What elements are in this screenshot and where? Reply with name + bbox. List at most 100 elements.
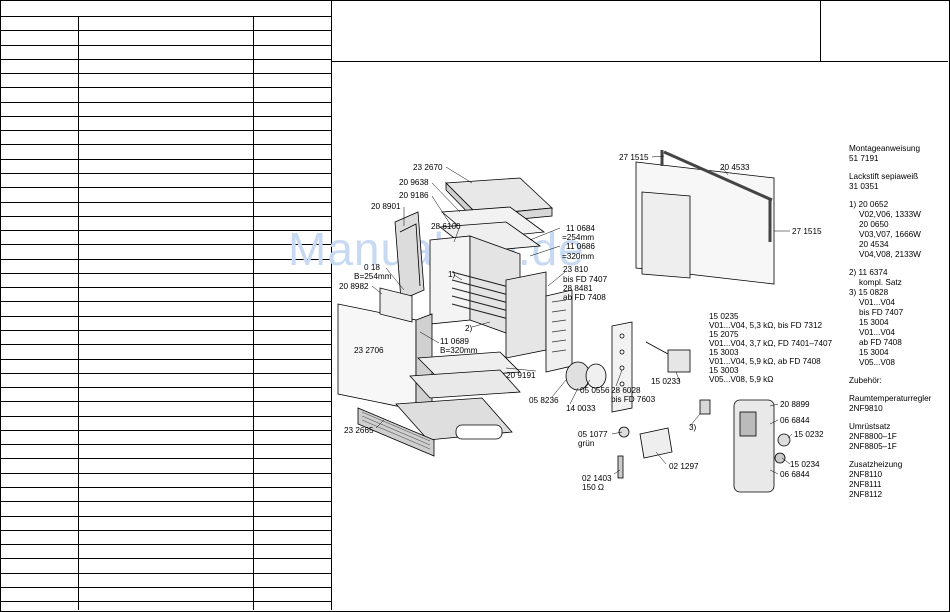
table-row-line: [1, 444, 331, 446]
table-row-line: [1, 544, 331, 545]
title-block-divider: [820, 1, 821, 61]
table-row-line: [1, 558, 331, 560]
part-label-153003-b: 15 3003: [709, 366, 739, 375]
note-umrust: Umrüstsatz: [849, 422, 891, 431]
table-row-line: [1, 287, 331, 289]
table-row-line: [1, 258, 331, 260]
table-row-line: [1, 101, 331, 103]
part-label-v0104-59k: V01...V04, 5,9 kΩ, ab FD 7408: [709, 357, 821, 366]
part-label-232670: 23 2670: [413, 163, 443, 172]
part-label-208982: 20 8982: [339, 282, 369, 291]
part-label-021403: 02 1403: [582, 474, 612, 483]
part-label-0618: 0 18: [364, 263, 380, 272]
note-ref-1: 1): [448, 270, 456, 279]
title-block: [332, 1, 948, 62]
table-column-line: [253, 17, 254, 610]
note-3-a: V01...V04: [859, 298, 895, 307]
note-zubehor: Zubehör:: [849, 376, 882, 385]
note-2-a: kompl. Satz: [859, 278, 902, 287]
part-label-320mm: =320mm: [562, 252, 594, 261]
part-label-150233: 15 0233: [651, 377, 681, 386]
part-label-b320: B=320mm: [440, 346, 478, 355]
table-row-line: [1, 572, 331, 574]
part-label-110684: 11 0684: [566, 224, 595, 233]
part-label-286028: 28 6028: [611, 386, 641, 395]
part-label-254mm: =254mm: [562, 233, 594, 242]
part-label-v0104-53k: V01...V04, 5,3 kΩ, bis FD 7312: [709, 321, 823, 330]
note-ref-2: 2): [465, 324, 473, 333]
part-label-153003-a: 15 3003: [709, 348, 739, 357]
part-label-209191: 20 9191: [506, 371, 536, 380]
table-row-line: [1, 529, 331, 531]
table-row-line: [1, 387, 331, 388]
table-row-line: [1, 501, 331, 503]
note-3-g: V05...V08: [859, 358, 895, 367]
part-label-271515-top: 27 1515: [619, 153, 649, 162]
note-3-head: 3) 15 0828: [849, 288, 889, 297]
table-row-line: [1, 144, 331, 146]
table-row-line: [1, 401, 331, 403]
part-label-286100: 28 6100: [431, 222, 461, 231]
note-3-f: 15 3004: [859, 348, 889, 357]
table-row-line: [1, 272, 331, 274]
part-label-051077: 05 1077: [578, 430, 608, 439]
table-row-line: [1, 344, 331, 346]
part-label-abfd7408: ab FD 7408: [563, 293, 606, 302]
table-row-line: [1, 601, 331, 603]
note-raum: Raumtemperaturregler: [849, 394, 932, 403]
part-label-23810: 23 810: [563, 265, 588, 274]
note-1-d: 20 4534: [859, 240, 889, 249]
part-label-058236: 05 8236: [529, 396, 559, 405]
part-label-050556: 05 0556: [580, 386, 610, 395]
part-label-grun: grün: [578, 439, 595, 448]
part-label-150235: 15 0235: [709, 312, 739, 321]
table-row-line: [1, 58, 331, 60]
part-label-150232: 15 0232: [794, 430, 824, 439]
note-zusatz-a: 2NF8110: [849, 470, 883, 479]
table-row-line: [1, 429, 331, 431]
table-row-line: [1, 301, 331, 303]
table-row-line: [1, 230, 331, 231]
parts-list-table: [1, 1, 332, 610]
table-row-line: [1, 173, 331, 174]
table-row-line: [1, 130, 331, 132]
note-1-c: V03,V07, 1666W: [859, 230, 921, 239]
note-lackstift-number: 31 0351: [849, 182, 879, 191]
note-1-a: V02,V06, 1333W: [859, 210, 921, 219]
note-zusatz: Zusatzheizung: [849, 460, 903, 469]
note-zusatz-c: 2NF8112: [849, 490, 883, 499]
note-raum-number: 2NF9810: [849, 404, 883, 413]
table-row-line: [1, 87, 331, 89]
table-row-line: [1, 215, 331, 217]
table-row-line: [1, 329, 331, 331]
table-row-line: [1, 30, 331, 32]
part-label-150ohm: 150 Ω: [582, 483, 604, 492]
table-column-line: [78, 17, 79, 610]
grille-part: [357, 407, 435, 457]
part-label-150234: 15 0234: [790, 460, 820, 469]
table-row-line: [1, 187, 331, 189]
note-montage-number: 51 7191: [849, 154, 879, 163]
note-montage: Montageanweisung: [849, 144, 921, 153]
table-row-line: [1, 515, 331, 517]
table-row-line: [1, 415, 331, 417]
part-label-140033: 14 0033: [566, 404, 596, 413]
table-row-line: [1, 458, 331, 460]
table-row-line: [1, 201, 331, 203]
table-row-line: [1, 586, 331, 588]
table-row-line: [1, 372, 331, 374]
note-lackstift: Lackstift sepiaweiß: [849, 172, 919, 181]
part-label-066844-a: 06 6844: [780, 416, 810, 425]
part-label-209638: 20 9638: [399, 178, 429, 187]
part-label-v0104-37k: V01...V04, 3,7 kΩ, FD 7401–7407: [709, 339, 833, 348]
part-label-232706: 23 2706: [354, 346, 384, 355]
part-label-b254: B=254mm: [354, 272, 392, 281]
part-label-271515-right: 27 1515: [792, 227, 822, 236]
part-label-021297: 02 1297: [669, 462, 699, 471]
part-label-288481: 28 8481: [563, 284, 593, 293]
note-1-head: 1) 20 0652: [849, 200, 889, 209]
note-3-c: 15 3004: [859, 318, 889, 327]
note-2-head: 2) 11 6374: [849, 268, 888, 277]
part-label-110689: 11 0689: [440, 337, 469, 346]
note-umrust-a: 2NF8800–1F: [849, 432, 897, 441]
